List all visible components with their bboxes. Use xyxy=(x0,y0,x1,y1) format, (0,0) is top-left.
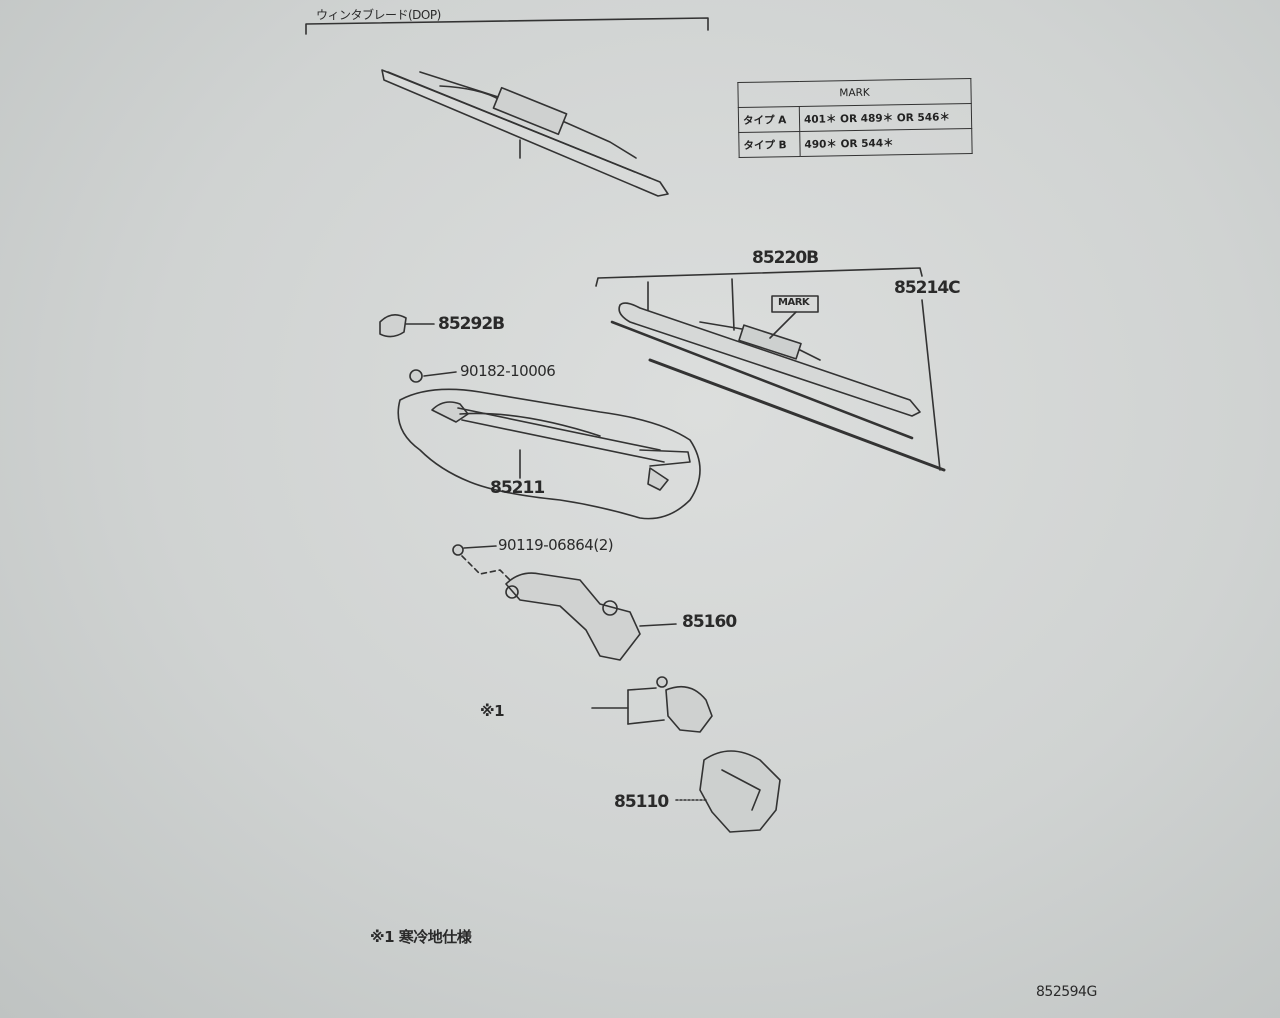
mark-type-a: タイプ A xyxy=(738,106,800,133)
heater-part-drawing xyxy=(665,685,713,733)
part-label-85214C: 85214C xyxy=(894,278,961,298)
part-label-85110: 85110 xyxy=(614,792,669,812)
wiper-blade-85220B-drawing xyxy=(610,295,946,472)
mark-table-row: タイプ B 490＊ OR 544＊ xyxy=(738,128,973,158)
footnote: ※1 寒冷地仕様 xyxy=(370,928,472,946)
linkage-outline xyxy=(397,388,701,520)
mark-type-b: タイプ B xyxy=(738,131,801,158)
header-bracket xyxy=(305,17,709,35)
header-title: ウィンタブレード(DOP) xyxy=(316,8,441,22)
part-label-85292B: 85292B xyxy=(438,314,505,334)
mark-values-b: 490＊ OR 544＊ xyxy=(799,128,973,157)
nut-90182-drawing xyxy=(409,369,423,383)
bracket-85220B xyxy=(595,267,923,287)
note-marker: ※1 xyxy=(480,702,505,720)
part-label-90182: 90182-10006 xyxy=(460,362,556,380)
part-label-85160: 85160 xyxy=(682,612,737,632)
cap-85292B-drawing xyxy=(379,314,407,338)
part-label-85220B: 85220B xyxy=(752,248,819,268)
motor-85110-drawing xyxy=(699,750,781,833)
crank-85160-drawing xyxy=(505,572,677,661)
part-label-85211: 85211 xyxy=(490,478,545,498)
mark-tag-label: MARK xyxy=(778,297,810,308)
mark-table: MARK タイプ A 401＊ OR 489＊ OR 546＊ タイプ B 49… xyxy=(737,78,973,158)
figure-id: 852594G xyxy=(1036,984,1097,1000)
part-label-90119: 90119-06864(2) xyxy=(498,536,614,554)
bolt-90119-drawing xyxy=(452,544,464,556)
winter-blade-drawing xyxy=(381,69,669,197)
linkage-85211-drawing xyxy=(431,401,691,491)
mark-values-a: 401＊ OR 489＊ OR 546＊ xyxy=(799,103,972,132)
